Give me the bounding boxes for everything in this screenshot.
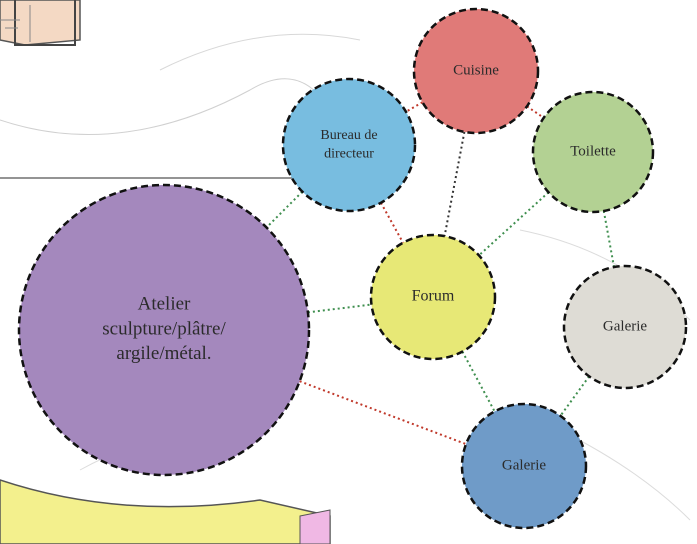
edge-cuisine-bureau (405, 101, 423, 113)
node-circle-bureau (281, 77, 417, 213)
node-circle-toilette (531, 90, 655, 214)
edge-bureau-atelier (265, 190, 304, 229)
node-label-toilette: Toilette (570, 143, 616, 159)
node-circle-atelier (17, 183, 311, 477)
node-label-atelier: sculpture/plâtre/ (102, 318, 226, 339)
sketch-curve-1 (0, 78, 331, 136)
node-label-atelier: argile/métal. (116, 343, 211, 364)
sketch-curve-2 (159, 33, 361, 71)
edge-atelier-forum (307, 303, 372, 314)
edges-layer (265, 101, 616, 446)
edge-cuisine-toilette (526, 105, 545, 119)
edge-galerie-right-galerie-bottom (559, 375, 590, 417)
node-toilette: Toilette (531, 90, 655, 214)
node-bureau: Bureau de directeur (281, 77, 417, 213)
edge-toilette-forum (478, 191, 550, 257)
edge-forum-galerie-bottom (461, 351, 496, 412)
node-circle-galerie-bottom (460, 402, 588, 530)
node-label-atelier: Atelier (138, 294, 191, 315)
node-galerie-bottom: Galerie (460, 402, 588, 530)
node-label-bureau: Bureau de (320, 128, 377, 143)
node-label-galerie-right: Galerie (603, 318, 647, 334)
floorplan-fragment-top (0, 0, 81, 46)
node-label-bureau: directeur (324, 146, 374, 161)
node-label-forum: Forum (412, 288, 455, 305)
node-circle-cuisine (412, 7, 540, 135)
floorplan-wall-top (14, 0, 76, 46)
edge-cuisine-forum (443, 131, 466, 237)
node-galerie-right: Galerie (562, 264, 688, 390)
node-cuisine: Cuisine (412, 7, 540, 135)
floorplan-grid-top (0, 5, 31, 42)
edge-atelier-galerie-bottom (299, 380, 467, 446)
node-label-galerie-bottom: Galerie (502, 457, 546, 473)
node-circle-forum (369, 233, 497, 361)
floorplan-fragment-bottom (0, 479, 331, 544)
node-forum: Forum (369, 233, 497, 361)
node-circle-galerie-right (562, 264, 688, 390)
edge-bureau-forum (380, 202, 404, 244)
node-atelier: Atelier sculpture/plâtre/argile/métal. (17, 183, 311, 477)
floorplan-detail-bottom (299, 509, 331, 544)
node-label-cuisine: Cuisine (453, 62, 499, 78)
